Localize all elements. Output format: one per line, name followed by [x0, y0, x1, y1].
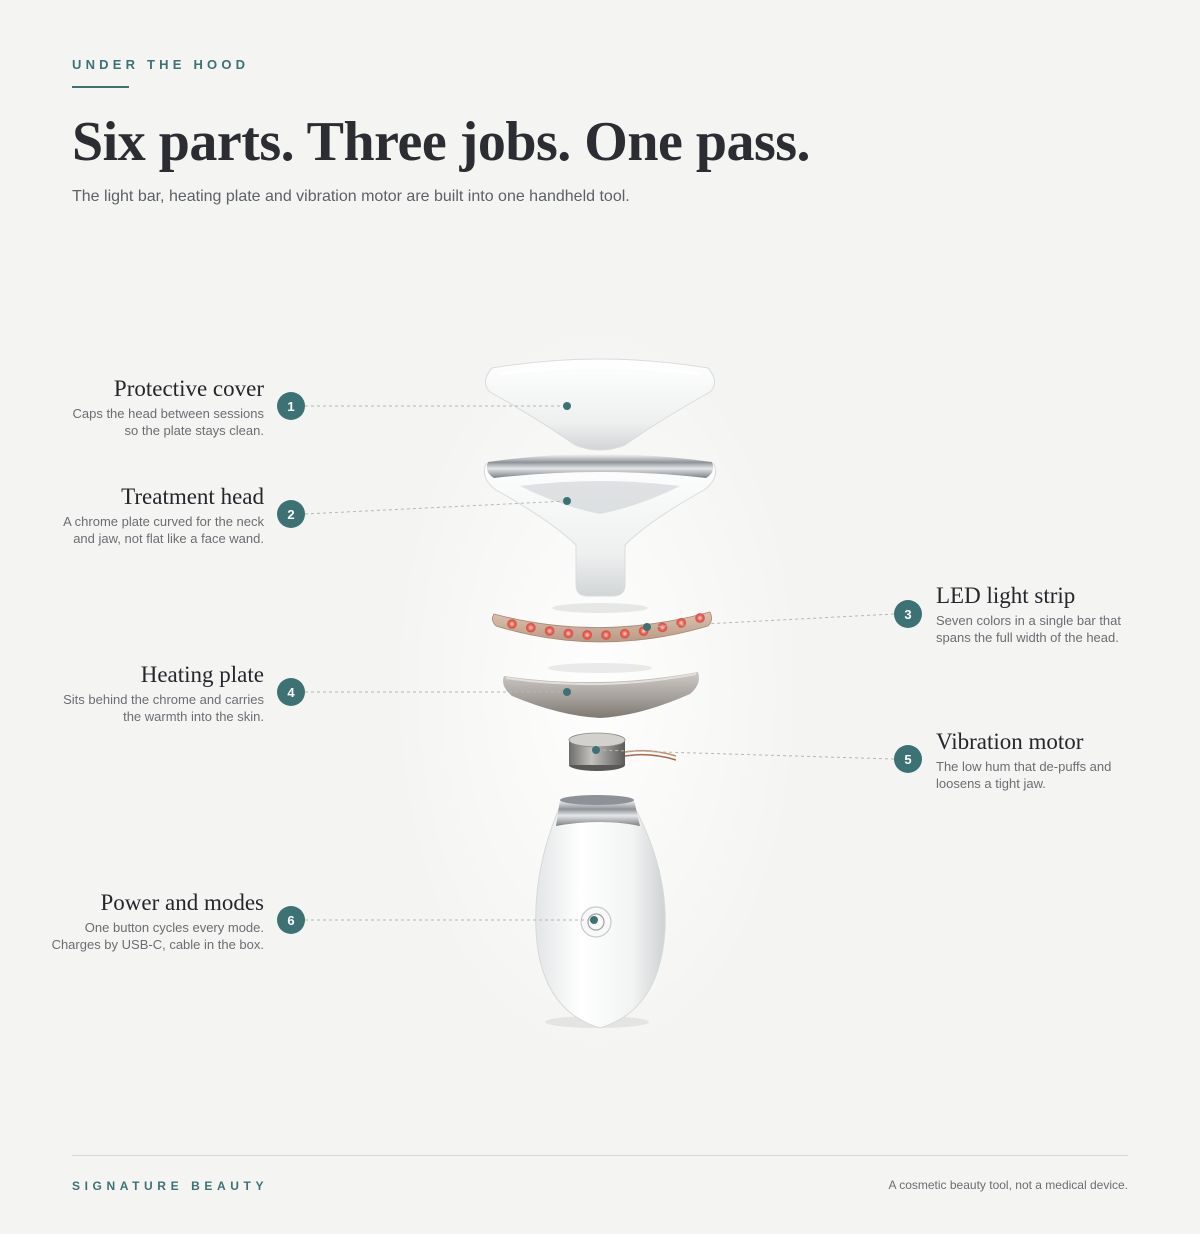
- led-bulb: [507, 619, 517, 629]
- callout-power-and-modes: Power and modes One button cycles every …: [52, 889, 264, 953]
- badge-4: 4: [277, 678, 305, 706]
- heating-plate-shape: [503, 672, 699, 718]
- led-bulb: [676, 618, 687, 628]
- callout-desc: One button cycles every mode.Charges by …: [51, 920, 264, 952]
- eyebrow-label: UNDER THE HOOD: [72, 57, 250, 72]
- callout-led-light-strip: LED light strip Seven colors in a single…: [936, 582, 1121, 646]
- callout-treatment-head: Treatment head A chrome plate curved for…: [63, 483, 264, 547]
- protective-cover-shape: [485, 358, 715, 451]
- handle-body-shape: [535, 795, 666, 1029]
- page-title: Six parts. Three jobs. One pass.: [72, 111, 811, 173]
- badge-2: 2: [277, 500, 305, 528]
- callout-protective-cover: Protective cover Caps the head between s…: [72, 375, 264, 439]
- badge-6: 6: [277, 906, 305, 934]
- callout-vibration-motor: Vibration motor The low hum that de-puff…: [936, 728, 1111, 792]
- led-bulb: [525, 622, 536, 633]
- footer-divider: [72, 1155, 1128, 1156]
- callout-title: Power and modes: [100, 890, 264, 915]
- led-bulb: [695, 613, 705, 623]
- page-subtitle: The light bar, heating plate and vibrati…: [72, 188, 630, 205]
- callout-title: Vibration motor: [936, 729, 1084, 754]
- leader-lines: [304, 405, 895, 921]
- callout-title: Heating plate: [140, 662, 264, 687]
- footer-disclaimer: A cosmetic beauty tool, not a medical de…: [888, 1178, 1128, 1192]
- callout-heating-plate: Heating plate Sits behind the chrome and…: [63, 661, 264, 725]
- footer-brand: SIGNATURE BEAUTY: [72, 1179, 269, 1193]
- treatment-head-shape: [483, 454, 717, 597]
- badge-3: 3: [894, 600, 922, 628]
- eyebrow-rule: [72, 86, 129, 88]
- led-bulb: [601, 630, 611, 640]
- badge-5: 5: [894, 745, 922, 773]
- led-bulb: [544, 626, 555, 636]
- anchor-dots: [563, 402, 651, 924]
- strip-shadow: [548, 663, 652, 673]
- badge-1: 1: [277, 392, 305, 420]
- led-bulb: [657, 622, 668, 633]
- led-bulbs: [507, 613, 705, 640]
- callout-title: Treatment head: [121, 484, 264, 509]
- callout-title: LED light strip: [936, 583, 1076, 608]
- callout-title: Protective cover: [113, 376, 264, 401]
- head-shadow: [552, 603, 648, 613]
- led-bulb: [582, 630, 593, 640]
- led-bulb: [619, 628, 630, 639]
- led-bulb: [563, 628, 574, 639]
